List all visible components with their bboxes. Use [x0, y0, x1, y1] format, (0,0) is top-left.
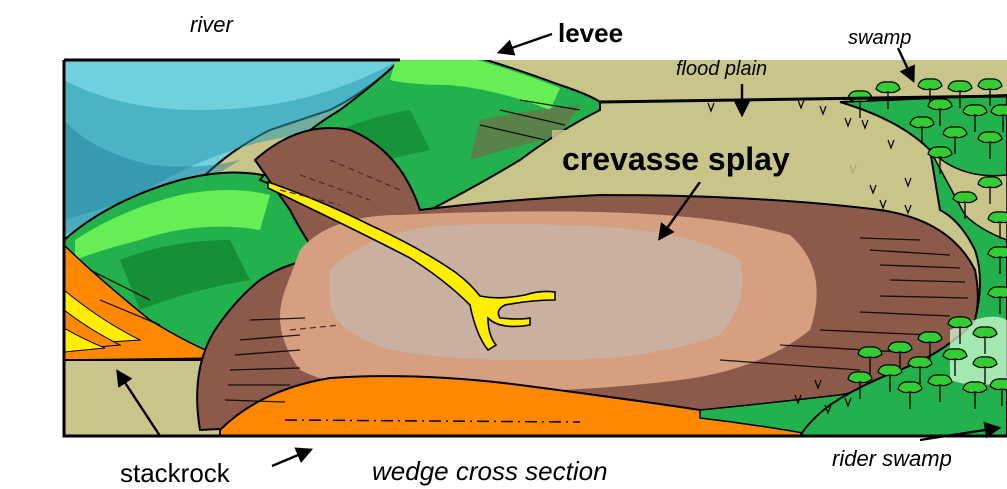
label-swamp: swamp — [848, 27, 911, 49]
label-rider-swamp: rider swamp — [832, 446, 952, 471]
arrow-icon — [272, 450, 310, 466]
label-river: river — [190, 12, 234, 37]
label-flood-plain: flood plain — [676, 58, 767, 80]
label-levee: levee — [558, 18, 623, 48]
arrow-icon — [500, 34, 552, 52]
label-stackrock: stackrock — [120, 458, 231, 488]
label-crevasse-splay: crevasse splay — [562, 141, 790, 177]
label-wedge-cross-section: wedge cross section — [372, 456, 608, 486]
block-interior — [64, 51, 1007, 436]
